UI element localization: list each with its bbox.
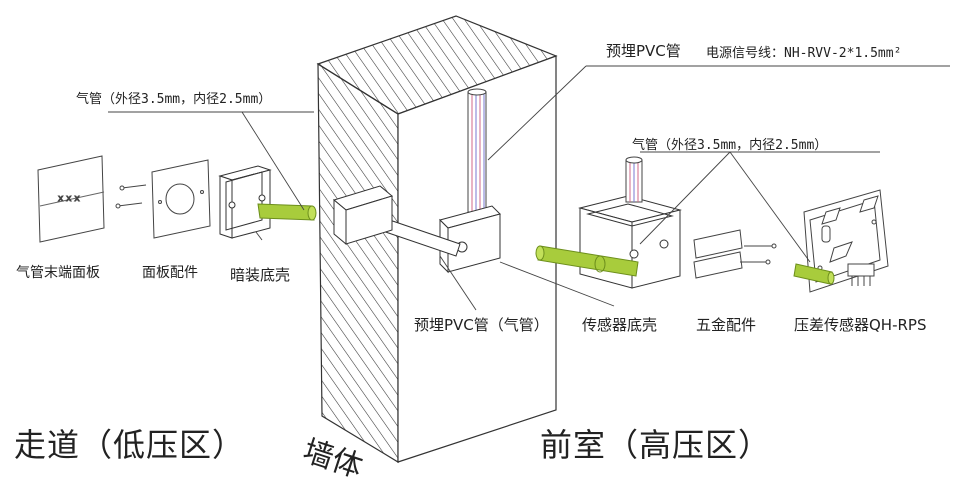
label-panel-parts: 面板配件: [142, 265, 198, 281]
hardware-parts: [693, 229, 777, 279]
sensor-air-tube: [793, 263, 835, 285]
label-air-tube-left: 气管（外径3.5mm，内径2.5mm）: [76, 92, 272, 107]
panel-plate: [151, 159, 211, 239]
label-hardware: 五金配件: [696, 316, 757, 334]
concealed-base-box: [218, 165, 272, 239]
left-wall-box: [332, 185, 394, 246]
panel-screws: [115, 184, 147, 209]
label-sensor-box: 传感器底壳: [582, 316, 658, 334]
label-end-panel: 气管末端面板: [16, 265, 100, 281]
label-pvc-pipe-air: 预埋PVC管（气管）: [414, 316, 549, 334]
label-antechamber: 前室（高压区）: [540, 426, 772, 464]
label-pvc-pipe-top: 预埋PVC管: [606, 42, 681, 60]
vertical-pvc-conduit: [467, 88, 487, 213]
label-power-line: 电源信号线：NH-RVV-2*1.5mm²: [706, 46, 902, 61]
sensor-box-conduit: [625, 156, 643, 203]
pressure-sensor: [803, 189, 889, 293]
label-concealed-box: 暗装底壳: [230, 266, 291, 284]
end-panel: x x x: [37, 155, 105, 243]
label-sensor: 压差传感器QH-RPS: [794, 316, 927, 334]
svg-text:x x x: x x x: [58, 194, 80, 204]
right-air-tube: [535, 245, 639, 277]
label-air-tube-right: 气管（外径3.5mm，内径2.5mm）: [632, 138, 828, 153]
left-air-tube: [257, 203, 317, 221]
label-corridor: 走道（低压区）: [14, 426, 246, 464]
leader-lines: [108, 65, 950, 311]
